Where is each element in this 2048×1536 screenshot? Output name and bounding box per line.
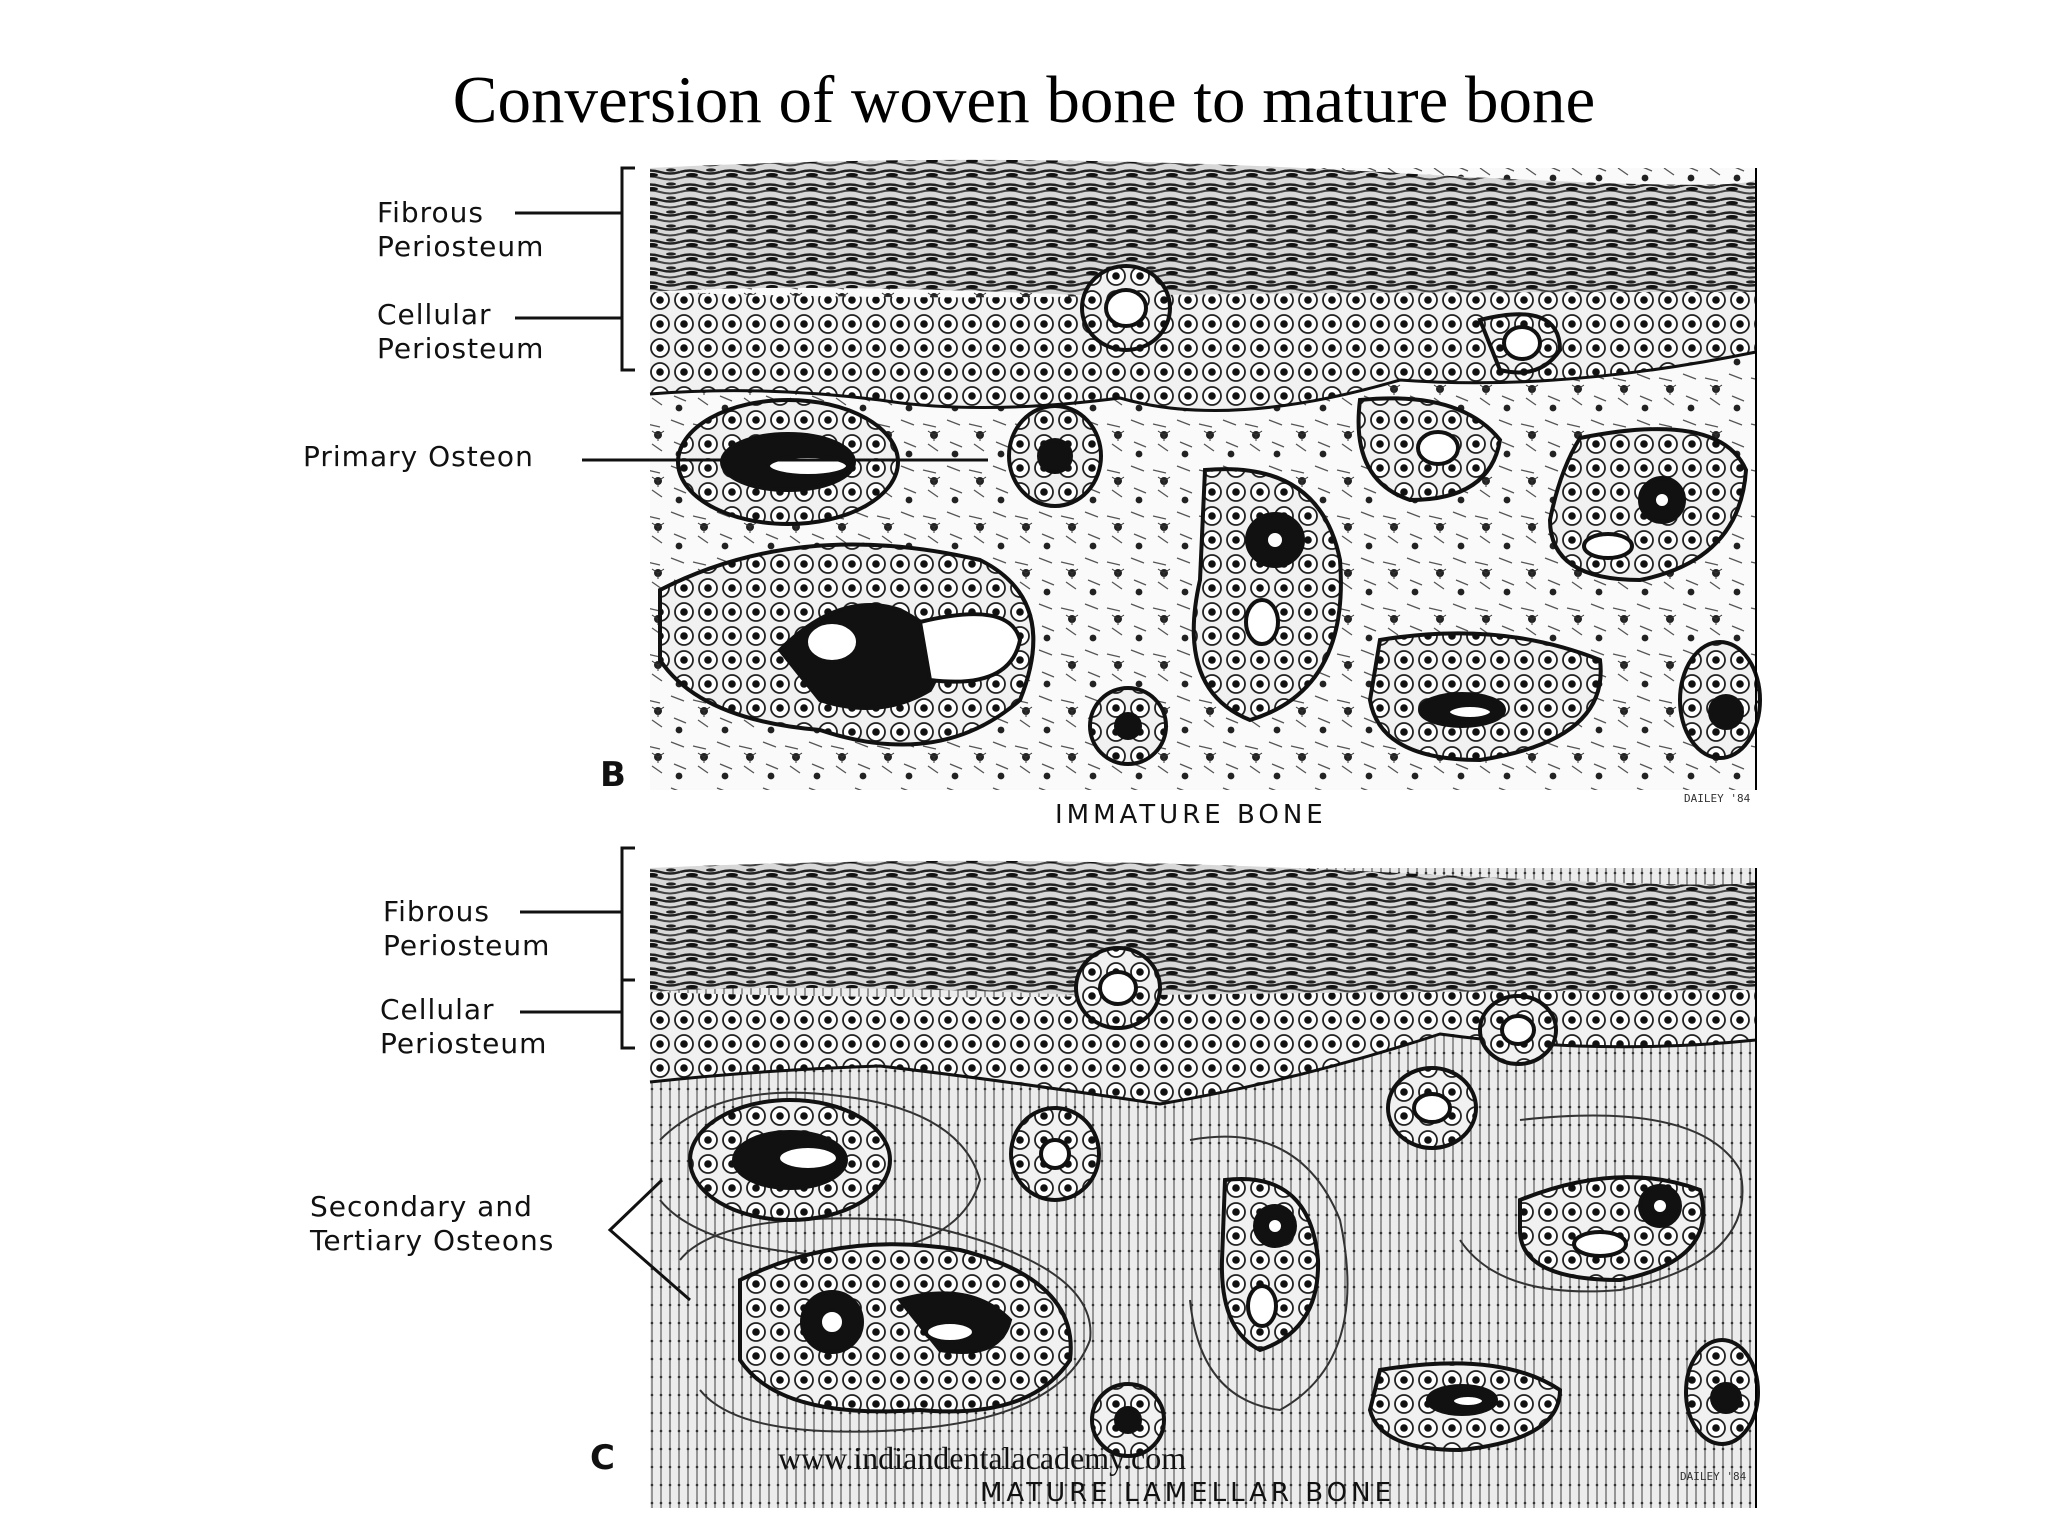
panel-b-illustration xyxy=(649,159,1762,790)
label-cellular-periosteum-b: Cellular Periosteum xyxy=(377,298,545,365)
slide-title: Conversion of woven bone to mature bone xyxy=(452,63,1596,137)
panel-c-illustration xyxy=(649,860,1760,1508)
panel-c-letter: C xyxy=(590,1438,615,1478)
panel-c-caption: MATURE LAMELLAR BONE xyxy=(980,1478,1396,1508)
label-fibrous-periosteum-b: Fibrous Periosteum xyxy=(377,196,545,263)
watermark-url: www.indiandentalacademy.com xyxy=(778,1440,1187,1476)
panel-b-letter: B xyxy=(600,755,626,795)
label-primary-osteon: Primary Osteon xyxy=(303,440,534,473)
panel-c-annotation-lines xyxy=(520,846,691,1302)
label-secondary-tertiary-osteons: Secondary and Tertiary Osteons xyxy=(310,1190,555,1257)
panel-b-signature: DAILEY '84 xyxy=(1684,792,1751,805)
panel-b-annotation-lines xyxy=(515,166,988,462)
label-cellular-periosteum-c: Cellular Periosteum xyxy=(380,993,548,1060)
label-fibrous-periosteum-c: Fibrous Periosteum xyxy=(383,895,551,962)
panel-b-caption: IMMATURE BONE xyxy=(1055,800,1327,830)
panel-c-signature: DAILEY '84 xyxy=(1680,1470,1747,1483)
